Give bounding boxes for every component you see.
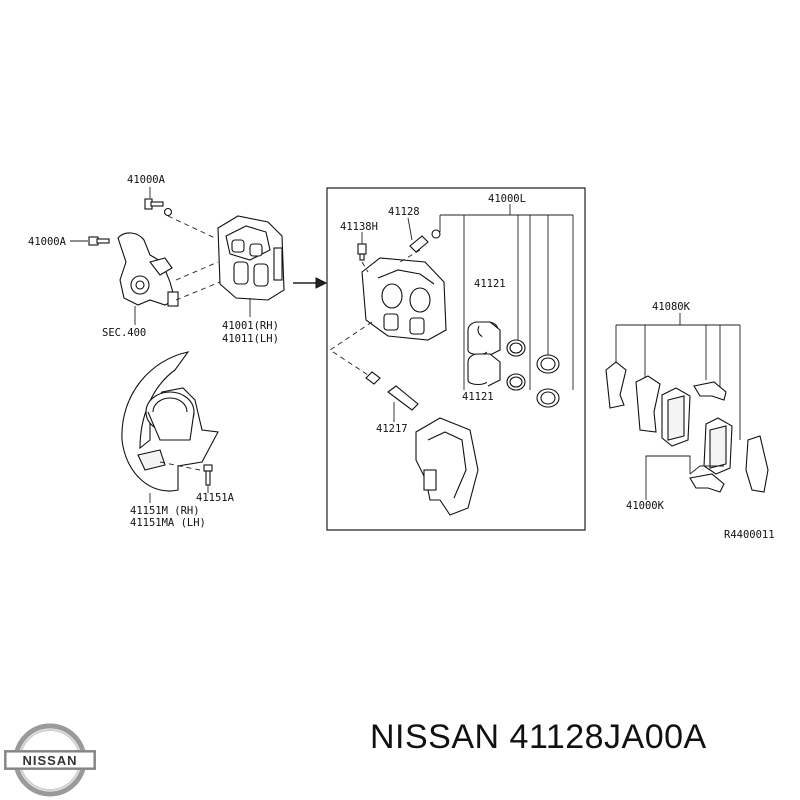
label-41011-lh: 41011(LH) [222, 333, 279, 345]
piston-lower [467, 353, 501, 387]
label-41000l: 41000L [488, 193, 526, 205]
part-number-caption: NISSAN 41128JA00A [370, 718, 707, 756]
shim-3 [745, 435, 769, 493]
label-41121-upper: 41121 [474, 278, 506, 290]
label-sec400: SEC.400 [102, 327, 146, 339]
label-41000a-top: 41000A [127, 174, 166, 186]
label-41217: 41217 [376, 423, 408, 435]
pad-kit-group [605, 313, 769, 500]
logo-text: NISSAN [22, 753, 77, 768]
nissan-logo: NISSAN [4, 723, 96, 797]
bleeder-screw [409, 229, 441, 253]
seal-rings [506, 339, 560, 408]
shim-1 [605, 361, 627, 409]
caliper-body [361, 257, 447, 341]
bolt-41151a [203, 464, 213, 486]
caliper-detail-box [326, 187, 586, 531]
steering-knuckle [117, 232, 179, 307]
label-41001-rh: 41001(RH) [222, 320, 279, 332]
hub-ring [145, 391, 195, 441]
shim-2 [635, 375, 661, 433]
label-41000k: 41000K [626, 500, 665, 512]
bolt-41000a-top [144, 198, 173, 217]
label-41121-lower: 41121 [462, 391, 494, 403]
bolt-41000a-left [88, 236, 110, 246]
clip-top [693, 381, 727, 401]
label-41138h: 41138H [340, 221, 378, 233]
torque-member [415, 417, 479, 516]
label-41151a: 41151A [196, 492, 235, 504]
dust-shield-group [121, 351, 219, 503]
bolt-41138h [357, 243, 367, 261]
brake-pad-inner [661, 387, 691, 447]
label-41151m-rh: 41151M (RH) [130, 505, 200, 517]
label-41128: 41128 [388, 206, 420, 218]
piston-upper [467, 321, 501, 357]
knuckle-group [70, 187, 285, 325]
label-41000a-left: 41000A [28, 236, 67, 248]
label-41151ma-lh: 41151MA (LH) [130, 517, 206, 529]
direction-arrow [293, 277, 328, 289]
label-ref-number: R4400011 [724, 529, 775, 541]
clip-bottom [689, 473, 725, 493]
caliper-assembly-left [217, 215, 285, 301]
guide-pin [365, 371, 419, 411]
label-41080k: 41080K [652, 301, 691, 313]
